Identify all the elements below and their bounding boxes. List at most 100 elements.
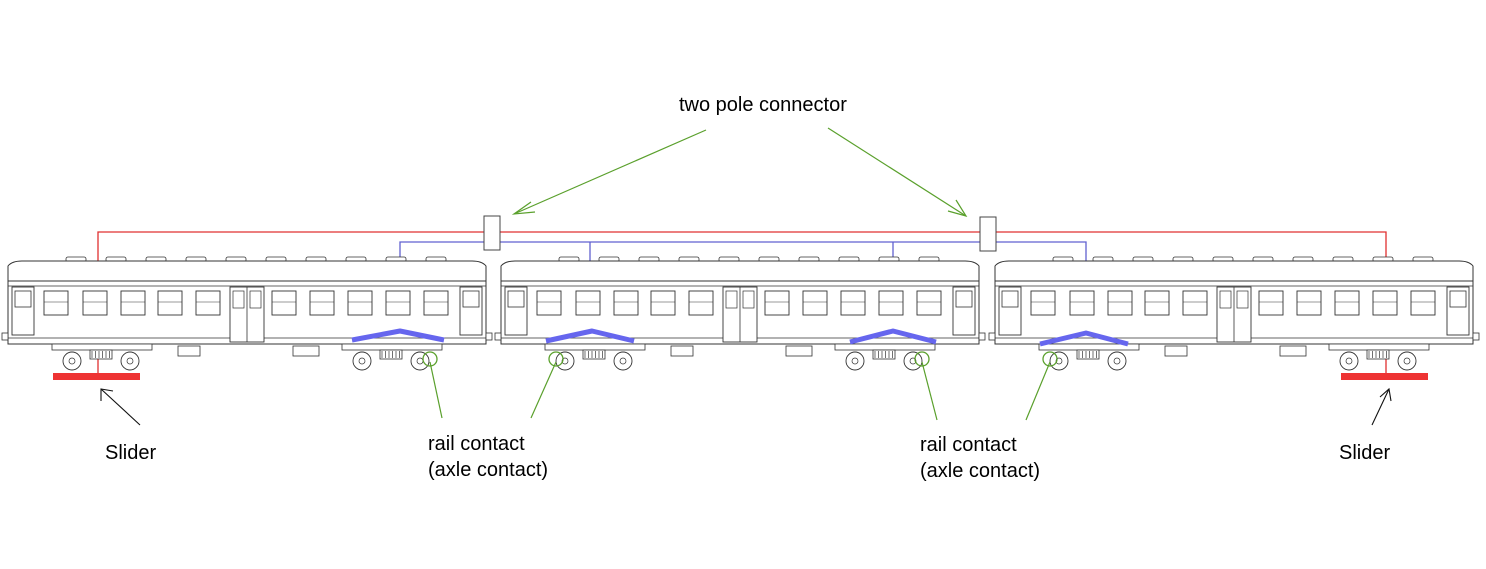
rail-contact-label-right: rail contact [920, 434, 1017, 456]
bogie-frame [834, 343, 936, 351]
axle-contact-marker [422, 351, 438, 367]
bogie-frame [544, 343, 646, 351]
end-door-window [1449, 290, 1467, 308]
side-window [1334, 290, 1360, 316]
axle-hub [1403, 357, 1411, 365]
axle-hub [619, 357, 627, 365]
axle-hub [358, 357, 366, 365]
slider-pointer-right-head [1379, 387, 1392, 402]
slider-label-right: Slider [1339, 442, 1390, 464]
bogie [1038, 343, 1140, 371]
underframe-box [785, 345, 813, 357]
bogie-spring [582, 349, 606, 360]
end-door-window [462, 290, 480, 308]
car-roof [500, 260, 980, 281]
bogie [544, 343, 646, 371]
bogie-spring [872, 349, 896, 360]
side-window [1030, 290, 1056, 316]
slider-pointer-left [100, 388, 141, 426]
underframe-box [292, 345, 320, 357]
bogie-spring [1366, 349, 1390, 360]
center-door-window [232, 290, 245, 309]
axle-hub [68, 357, 76, 365]
side-window [575, 290, 601, 316]
underframe-box [1164, 345, 1188, 357]
side-window [43, 290, 69, 316]
axle-hub [1345, 357, 1353, 365]
end-door-window [14, 290, 32, 308]
underframe-box [1279, 345, 1307, 357]
underframe-box [177, 345, 201, 357]
bogie [51, 343, 153, 371]
passenger-car-3 [988, 256, 1480, 371]
rail-pointer-car2-a [530, 361, 557, 419]
side-window [1372, 290, 1398, 316]
contact-plate-car1 [351, 328, 445, 343]
rail-pointer-car3 [1025, 361, 1051, 421]
axle-contact-marker [1042, 351, 1058, 367]
side-window [1182, 290, 1208, 316]
underframe-box [670, 345, 694, 357]
rail-contact-sublabel-left: (axle contact) [428, 459, 548, 481]
side-window [840, 290, 866, 316]
center-door-window [1219, 290, 1232, 309]
side-window [536, 290, 562, 316]
side-window [688, 290, 714, 316]
side-window [347, 290, 373, 316]
slider-pointer-left-head [100, 388, 114, 401]
connector-left [483, 215, 501, 251]
connector-pointer-left [513, 129, 707, 215]
side-window [309, 290, 335, 316]
rail-pointer-car1 [429, 361, 443, 419]
side-window [764, 290, 790, 316]
passenger-car-1 [1, 256, 493, 371]
side-window [1410, 290, 1436, 316]
side-window [1107, 290, 1133, 316]
contact-plate-car2-a [545, 328, 635, 344]
connector-pointer-right [827, 127, 967, 217]
slider-left [53, 373, 140, 380]
buffer [1472, 332, 1480, 341]
axle-hub [416, 357, 424, 365]
bogie-frame [51, 343, 153, 351]
slider-pointers [100, 387, 1392, 426]
buffer [494, 332, 502, 341]
side-window [916, 290, 942, 316]
end-door-window [955, 290, 973, 308]
buffer [485, 332, 493, 341]
center-door-window [249, 290, 262, 309]
rail-pointer-car2-b [921, 361, 938, 421]
side-window [195, 290, 221, 316]
side-window [878, 290, 904, 316]
side-window [120, 290, 146, 316]
bogie-frame [1328, 343, 1430, 351]
end-door-window [507, 290, 525, 308]
contact-plate-car2-b [849, 328, 937, 345]
center-door-window [742, 290, 755, 309]
buffer [978, 332, 986, 341]
bogie [1328, 343, 1430, 371]
car-roof [7, 260, 487, 281]
bogie-spring [89, 349, 113, 360]
side-window [1296, 290, 1322, 316]
connector-label: two pole connector [679, 94, 847, 116]
axle-hub [126, 357, 134, 365]
side-window [1069, 290, 1095, 316]
center-door-window [725, 290, 738, 309]
rail-contact-label-left: rail contact [428, 433, 525, 455]
side-window [613, 290, 639, 316]
side-window [1144, 290, 1170, 316]
contact-plates [351, 328, 1129, 347]
buffer [988, 332, 996, 341]
bogie [341, 343, 443, 371]
connector-pointer-right-head [947, 199, 968, 217]
bogie-frame [341, 343, 443, 351]
buffer [1, 332, 9, 341]
side-window [650, 290, 676, 316]
side-window [271, 290, 297, 316]
car-roof [994, 260, 1474, 281]
side-window [157, 290, 183, 316]
side-window [802, 290, 828, 316]
